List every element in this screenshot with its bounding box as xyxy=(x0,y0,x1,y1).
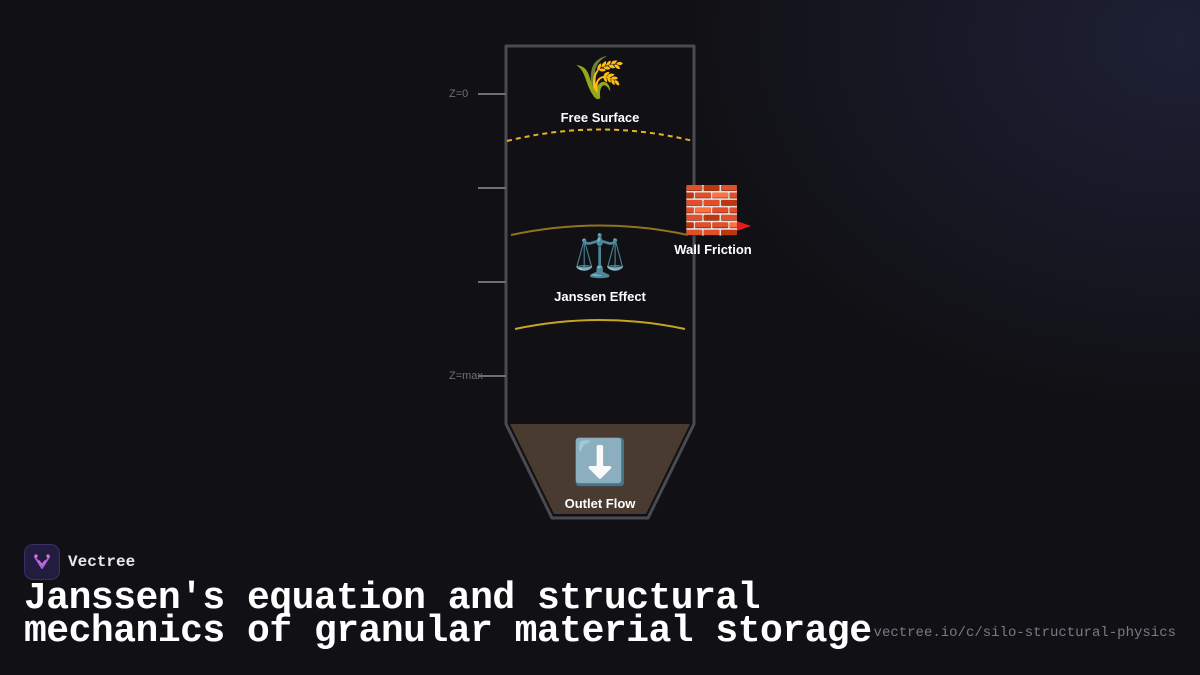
free-surface-line xyxy=(506,128,694,142)
janssen-effect-label: Janssen Effect xyxy=(554,289,646,304)
down-arrow-icon: ⬇️ xyxy=(572,437,628,488)
silo-outline xyxy=(504,44,696,520)
janssen-arc-lower xyxy=(514,319,686,330)
hopper-fill xyxy=(510,424,690,514)
brand[interactable]: Vectree xyxy=(24,544,135,580)
wheat-icon: 🌾 xyxy=(573,53,627,102)
janssen-arc-upper xyxy=(510,224,689,236)
outlet-flow-label: Outlet Flow xyxy=(564,496,636,511)
brick-wall-icon: 🧱 xyxy=(683,183,741,237)
vectree-logo-icon xyxy=(24,544,60,580)
source-url[interactable]: vectree.io/c/silo-structural-physics xyxy=(873,625,1176,641)
wall-friction-label: Wall Friction xyxy=(674,242,752,257)
depth-label-top: Z=0 xyxy=(449,88,469,100)
balance-scale-icon: ⚖️ xyxy=(573,231,627,280)
free-surface-label: Free Surface xyxy=(560,110,640,125)
depth-label-bottom: Z=max xyxy=(449,370,483,382)
page-title: Janssen's equation and structural mechan… xyxy=(24,577,872,653)
brand-name: Vectree xyxy=(68,553,136,571)
friction-arrow-icon xyxy=(731,219,751,233)
